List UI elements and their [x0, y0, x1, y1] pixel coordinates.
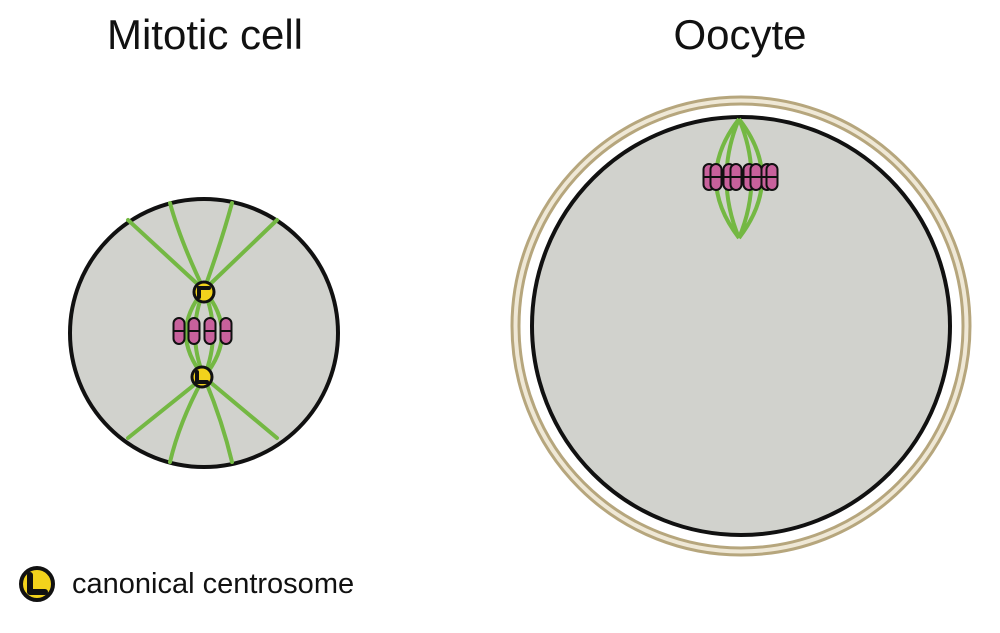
oocyte: [510, 95, 972, 557]
mitotic-cell: [68, 197, 340, 469]
mitotic-cell-title: Mitotic cell: [106, 11, 304, 58]
chromosome: [709, 163, 723, 191]
legend-label: canonical centrosome: [72, 568, 355, 600]
centrosome-icon: [190, 365, 214, 389]
chromosome: [203, 317, 217, 345]
chromosome: [765, 163, 779, 191]
centrosome-icon: [192, 280, 216, 304]
chromosome: [219, 317, 233, 345]
legend-centrosome-icon: [19, 566, 55, 602]
chromosome: [172, 317, 186, 345]
oocyte-title: Oocyte: [673, 11, 807, 58]
chromosome: [187, 317, 201, 345]
oocyte-chromosomes: [702, 163, 779, 191]
chromosome: [729, 163, 743, 191]
oocyte-body: [530, 115, 952, 537]
chromosome: [749, 163, 763, 191]
mitotic-astral-microtubules: [126, 201, 279, 464]
